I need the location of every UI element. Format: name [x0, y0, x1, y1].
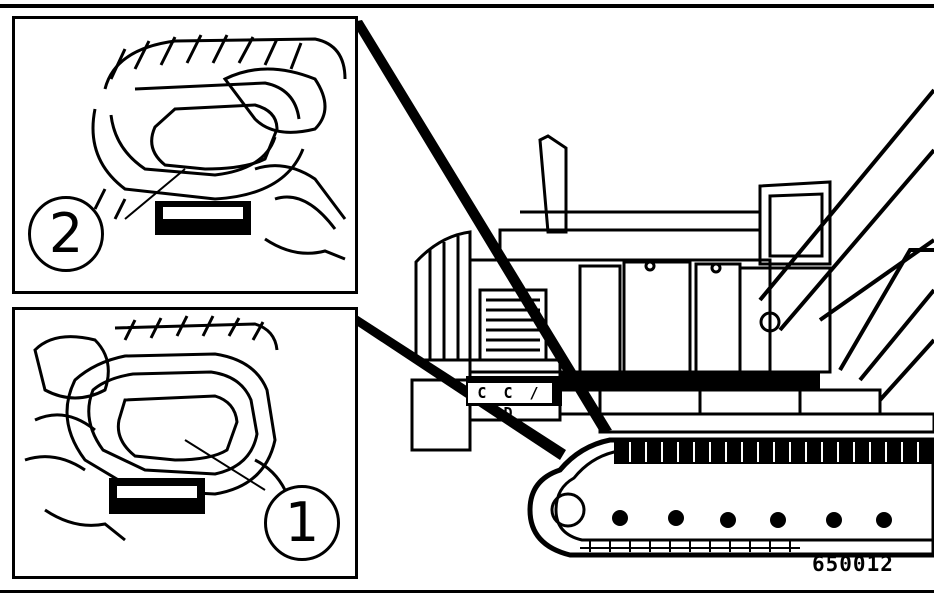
rear-guard-rails: [414, 230, 472, 362]
callout-number-2: 2: [28, 196, 104, 272]
upper-structure: [468, 210, 772, 374]
detail-view-upper: [12, 16, 358, 294]
figure-number: 650012: [812, 552, 894, 576]
crawler-track: [527, 437, 934, 558]
machine-panel-text: C C / D: [468, 383, 552, 422]
leader-line-upper: [352, 20, 612, 432]
lower-frame: [558, 388, 934, 434]
boom-arm: [758, 88, 934, 402]
callout-number-1: 1: [264, 485, 340, 561]
exhaust-stack: [538, 134, 568, 234]
hand-adjusting-track-upper: [91, 34, 347, 261]
leader-line-lower: [352, 312, 566, 460]
operator-cab: [738, 180, 832, 374]
hand-adjusting-track-lower: [24, 315, 287, 542]
revolving-frame-band: [560, 372, 820, 390]
top-border-rule: [0, 4, 934, 8]
bottom-border-rule: [0, 590, 934, 593]
